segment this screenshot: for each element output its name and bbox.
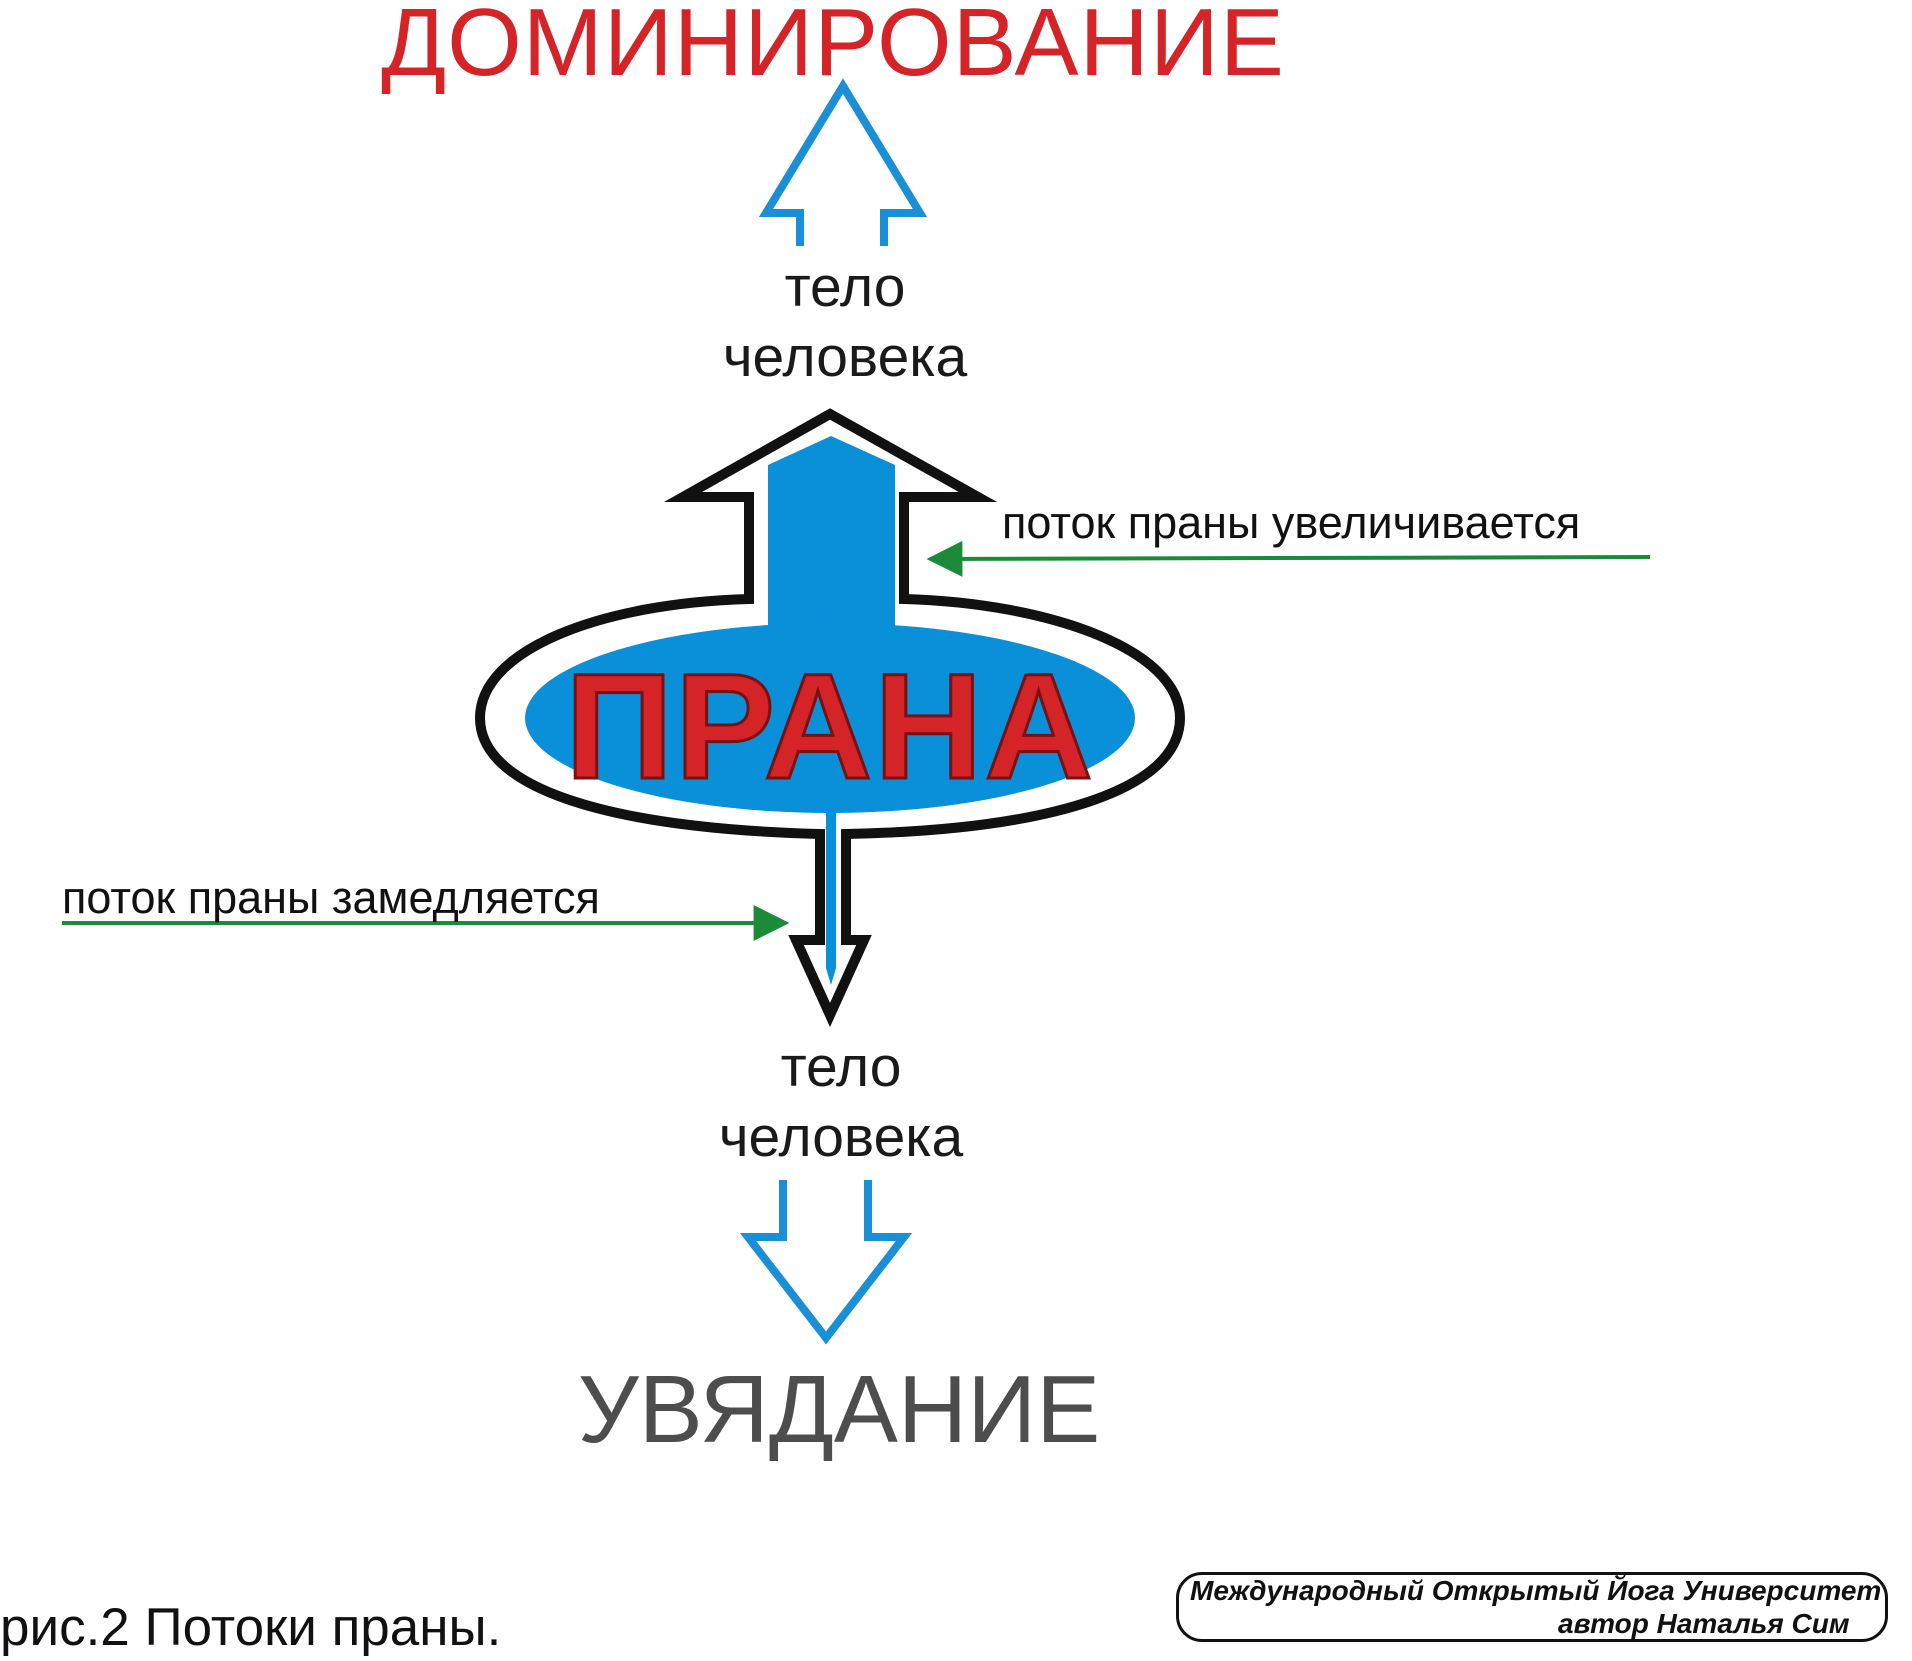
credit-university: Международный Открытый Йога Университет xyxy=(1190,1575,1882,1606)
up-prana-arrow-icon xyxy=(768,436,895,640)
human-body-top-line1: тело xyxy=(784,255,906,319)
human-body-bottom-line2: человека xyxy=(718,1105,964,1169)
up-outline-arrow-icon xyxy=(758,78,928,246)
dominance-label: ДОМИНИРОВАНИЕ xyxy=(381,0,1285,96)
down-outline-arrow-icon xyxy=(739,1180,913,1345)
human-body-bottom-line1: тело xyxy=(780,1035,902,1099)
down-prana-arrow-icon xyxy=(826,812,836,985)
human-body-label-bottom: тело человека xyxy=(696,1032,986,1172)
withering-label: УВЯДАНИЕ xyxy=(577,1356,1101,1463)
prana-ellipse xyxy=(525,623,1135,813)
figure-caption: рис.2 Потоки праны. xyxy=(0,1598,502,1657)
flow-increase-pointer xyxy=(926,540,1651,577)
credit-box xyxy=(1176,1572,1888,1642)
human-body-label-top: тело человека xyxy=(700,252,990,392)
human-body-top-line2: человека xyxy=(722,325,968,389)
flow-increase-annotation: поток праны увеличивается xyxy=(1002,497,1581,548)
credit-author: автор Наталья Сим xyxy=(1558,1608,1850,1639)
flow-slow-annotation: поток праны замедляется xyxy=(62,872,600,923)
prana-center-label: ПРАНА xyxy=(564,641,1095,812)
